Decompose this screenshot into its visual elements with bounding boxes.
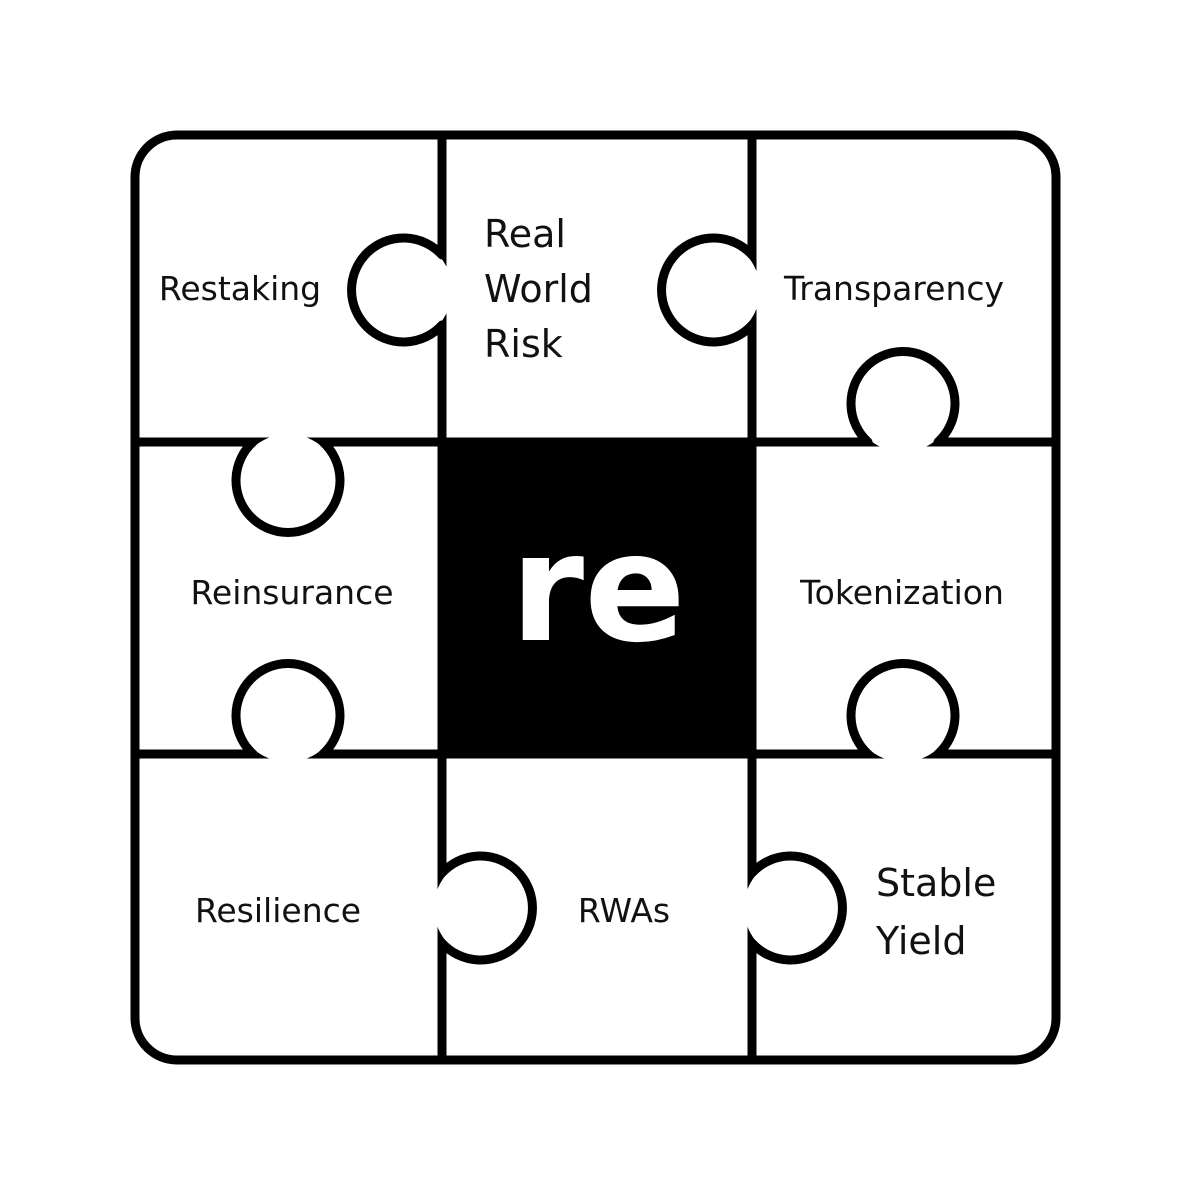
svg-text:Risk: Risk [484,322,563,366]
piece-label-resilience: Resilience [195,891,361,930]
piece-label-reinsurance: Reinsurance [190,573,393,612]
center-piece [442,442,752,754]
svg-text:Real: Real [484,212,566,256]
piece-label-real-world-risk: Real World Risk [484,212,593,366]
puzzle-tabs [231,233,960,965]
piece-label-tokenization: Tokenization [799,573,1004,612]
piece-label-restaking: Restaking [159,269,321,308]
piece-label-stable-yield: Stable Yield [875,861,996,963]
center-label: re [510,502,686,676]
outer-frame [130,130,1061,1065]
svg-text:Yield: Yield [875,919,966,963]
piece-label-transparency: Transparency [783,269,1004,308]
svg-text:World: World [484,267,593,311]
svg-text:Stable: Stable [876,861,996,905]
piece-label-rwas: RWAs [578,891,670,930]
